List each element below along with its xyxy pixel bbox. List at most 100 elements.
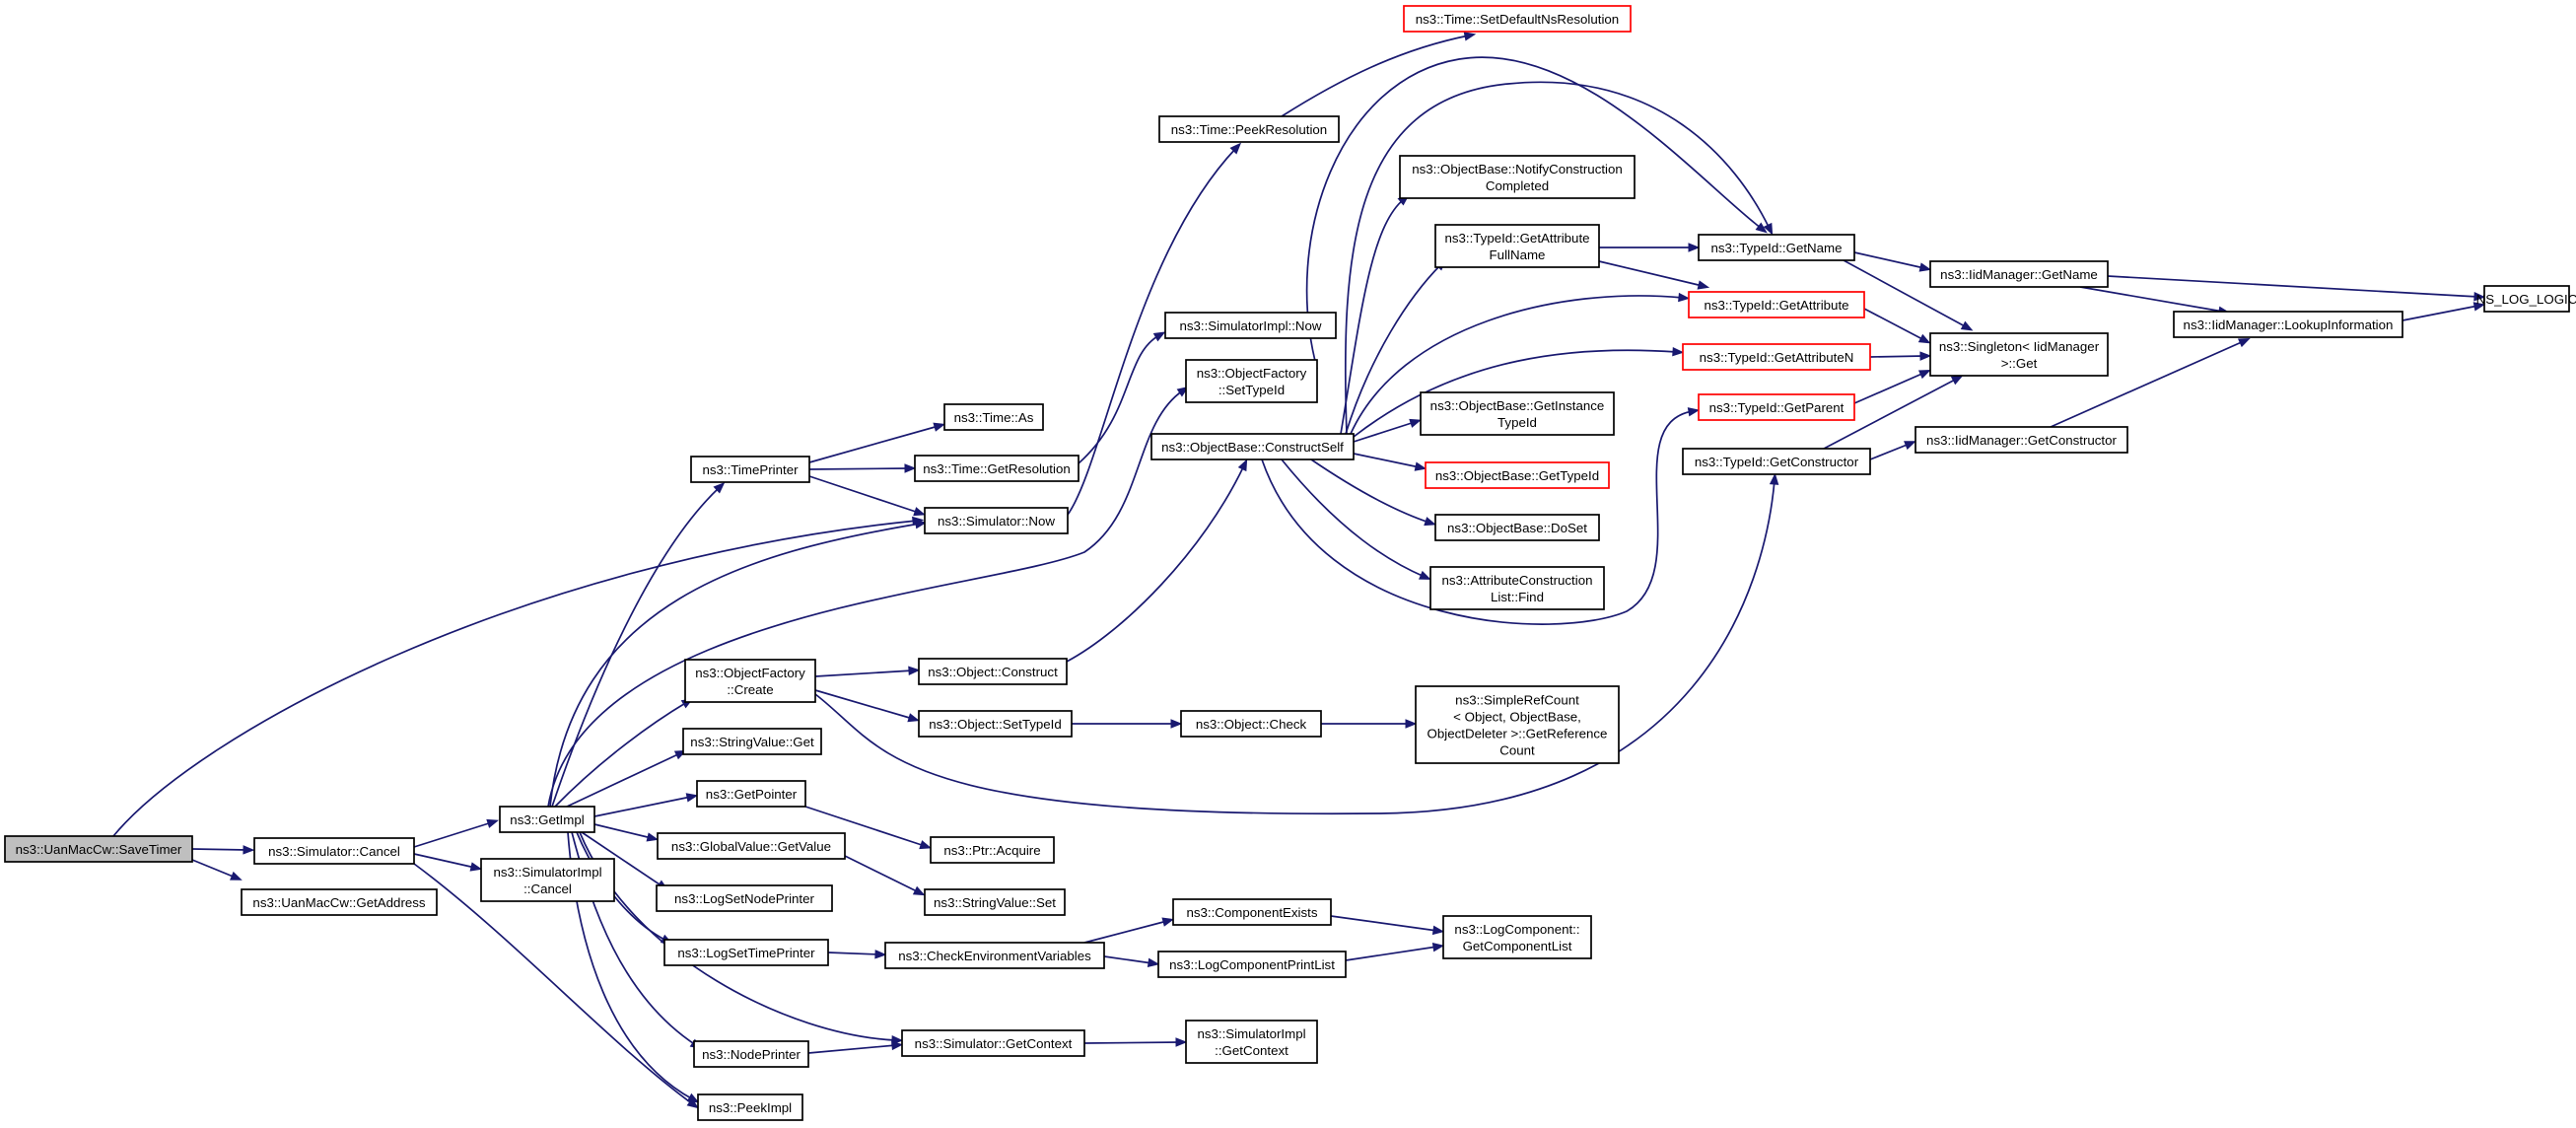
node-box[interactable] [253,837,415,865]
node-box[interactable] [1185,359,1318,403]
node-box[interactable] [690,456,810,483]
node-box[interactable] [480,858,615,902]
node-box[interactable] [663,939,829,966]
node-box[interactable] [1682,343,1871,371]
node-ob-gettypeid[interactable]: ns3::ObjectBase::GetTypeId [1425,461,1610,489]
node-box[interactable] [901,1029,1085,1057]
node-box[interactable] [1172,898,1332,926]
node-obj-construct[interactable]: ns3::Object::Construct [918,658,1068,685]
node-simimpl-cancel[interactable]: ns3::SimulatorImpl::Cancel [480,858,615,902]
node-box[interactable] [1915,426,2128,454]
node-obj-check[interactable]: ns3::Object::Check [1180,710,1322,738]
node-obj-settypeid[interactable]: ns3::Object::SetTypeId [918,710,1073,738]
node-box[interactable] [696,780,806,808]
node-sim-getcontext[interactable]: ns3::Simulator::GetContext [901,1029,1085,1057]
node-box[interactable] [924,888,1066,916]
node-box[interactable] [918,710,1073,738]
node-box[interactable] [684,659,816,703]
node-time-as[interactable]: ns3::Time::As [943,403,1044,431]
node-box[interactable] [1434,224,1600,268]
node-box[interactable] [1180,710,1322,738]
node-time-peekres[interactable]: ns3::Time::PeekResolution [1158,115,1340,143]
node-nodeprinter[interactable]: ns3::NodePrinter [693,1040,809,1068]
node-box[interactable] [1403,5,1632,33]
node-logcomp-getlist[interactable]: ns3::LogComponent::GetComponentList [1442,915,1592,959]
node-box[interactable] [682,728,822,755]
node-box[interactable] [1399,155,1636,199]
node-box[interactable] [1929,332,2109,377]
node-box[interactable] [1688,291,1865,318]
node-box[interactable] [930,836,1055,864]
node-box[interactable] [1157,951,1347,978]
node-simplerefcount[interactable]: ns3::SimpleRefCount< Object, ObjectBase,… [1415,685,1620,764]
node-getimpl[interactable]: ns3::GetImpl [499,806,595,833]
node-simimpl-now[interactable]: ns3::SimulatorImpl::Now [1164,312,1337,339]
node-box[interactable] [1442,915,1592,959]
node-time-getres[interactable]: ns3::Time::GetResolution [914,455,1079,482]
node-typeid-getname[interactable]: ns3::TypeId::GetName [1698,234,1855,261]
node-box[interactable] [656,884,833,912]
node-of-create[interactable]: ns3::ObjectFactory::Create [684,659,816,703]
node-of-settypeid[interactable]: ns3::ObjectFactory::SetTypeId [1185,359,1318,403]
node-box[interactable] [1429,566,1605,610]
node-box[interactable] [2173,311,2403,338]
node-box[interactable] [499,806,595,833]
node-gv-getvalue[interactable]: ns3::GlobalValue::GetValue [657,832,846,860]
node-singleton-get[interactable]: ns3::Singleton< IidManager>::Get [1929,332,2109,377]
node-simimpl-getcontext[interactable]: ns3::SimulatorImpl::GetContext [1185,1020,1318,1064]
node-box[interactable] [924,507,1069,534]
node-box[interactable] [1158,115,1340,143]
node-ob-notifyconstruction[interactable]: ns3::ObjectBase::NotifyConstructionCompl… [1399,155,1636,199]
node-box[interactable] [1682,448,1871,475]
node-typeid-getattributen[interactable]: ns3::TypeId::GetAttributeN [1682,343,1871,371]
node-box[interactable] [914,455,1079,482]
node-peekimpl[interactable]: ns3::PeekImpl [697,1093,803,1121]
node-box[interactable] [1698,234,1855,261]
node-logsetnodeprinter[interactable]: ns3::LogSetNodePrinter [656,884,833,912]
node-ptr-acquire[interactable]: ns3::Ptr::Acquire [930,836,1055,864]
node-box[interactable] [1698,393,1855,421]
node-box[interactable] [1150,433,1355,460]
node-time-setdefault[interactable]: ns3::Time::SetDefaultNsResolution [1403,5,1632,33]
node-box[interactable] [1415,685,1620,764]
node-box[interactable] [1185,1020,1318,1064]
node-box[interactable] [697,1093,803,1121]
node-box[interactable] [884,942,1105,969]
node-componentexists[interactable]: ns3::ComponentExists [1172,898,1332,926]
node-logcompprintlist[interactable]: ns3::LogComponentPrintList [1157,951,1347,978]
node-ns-log-logic[interactable]: NS_LOG_LOGIC [2476,285,2576,313]
node-box[interactable] [1164,312,1337,339]
node-root[interactable]: ns3::UanMacCw::SaveTimer [4,835,193,863]
node-box[interactable] [657,832,846,860]
node-getpointer[interactable]: ns3::GetPointer [696,780,806,808]
node-stringvalue-get[interactable]: ns3::StringValue::Get [682,728,822,755]
node-box[interactable] [693,1040,809,1068]
node-sim-cancel[interactable]: ns3::Simulator::Cancel [253,837,415,865]
node-typeid-getattribute[interactable]: ns3::TypeId::GetAttribute [1688,291,1865,318]
node-box[interactable] [943,403,1044,431]
node-typeid-getparent[interactable]: ns3::TypeId::GetParent [1698,393,1855,421]
node-box[interactable] [2483,285,2570,313]
node-checkenv[interactable]: ns3::CheckEnvironmentVariables [884,942,1105,969]
node-box[interactable] [1425,461,1610,489]
node-iidmanager-getconstructor[interactable]: ns3::IidManager::GetConstructor [1915,426,2128,454]
node-getaddress[interactable]: ns3::UanMacCw::GetAddress [241,888,438,916]
node-timeprinter[interactable]: ns3::TimePrinter [690,456,810,483]
node-box[interactable] [918,658,1068,685]
node-box[interactable] [241,888,438,916]
node-box[interactable] [4,835,193,863]
node-box[interactable] [1434,514,1600,541]
node-ob-doset[interactable]: ns3::ObjectBase::DoSet [1434,514,1600,541]
node-sim-now[interactable]: ns3::Simulator::Now [924,507,1069,534]
node-iidmanager-getname[interactable]: ns3::IidManager::GetName [1929,260,2109,288]
node-typeid-getconstructor[interactable]: ns3::TypeId::GetConstructor [1682,448,1871,475]
node-iidmanager-lookup[interactable]: ns3::IidManager::LookupInformation [2173,311,2403,338]
node-stringvalue-set[interactable]: ns3::StringValue::Set [924,888,1066,916]
node-logsettimeprinter[interactable]: ns3::LogSetTimePrinter [663,939,829,966]
node-box[interactable] [1929,260,2109,288]
node-ob-constructself[interactable]: ns3::ObjectBase::ConstructSelf [1150,433,1355,460]
node-box[interactable] [1420,391,1615,436]
